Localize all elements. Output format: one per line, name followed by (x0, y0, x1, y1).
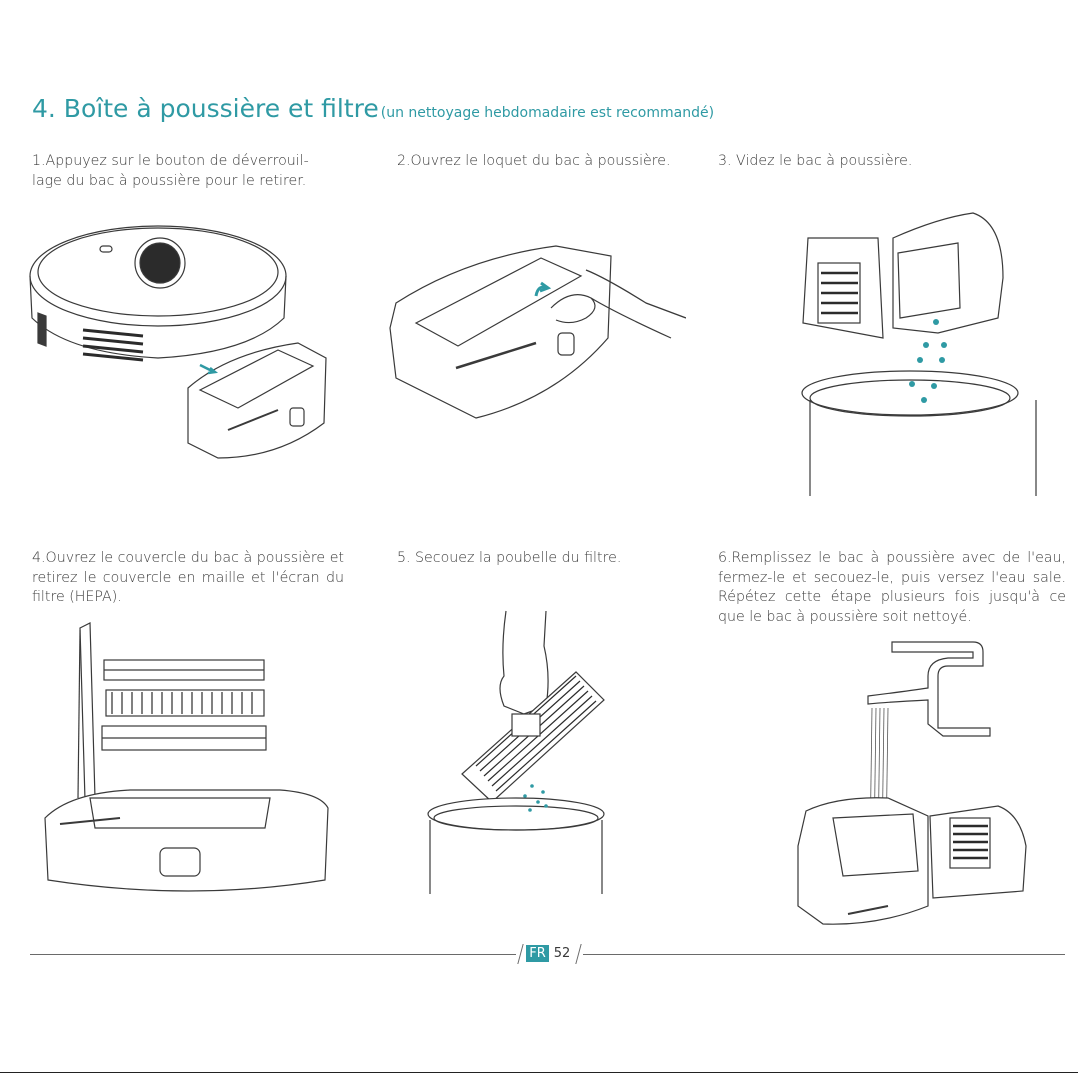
step-1-text: 1.Appuyez sur le bouton de déverrouil- l… (32, 152, 332, 191)
illustration-robot-remove-bin (28, 218, 340, 470)
footer-rule-right (583, 954, 1065, 955)
step-1-line-1: 1.Appuyez sur le bouton de déverrouil- (32, 153, 309, 169)
page-bottom-border (0, 1072, 1078, 1073)
section-subtitle: (un nettoyage hebdomadaire est recommand… (380, 105, 715, 121)
illustration-remove-filter (40, 618, 340, 904)
step-1-line-2: lage du bac à poussière pour le retirer. (32, 172, 307, 189)
illustration-shake-filter (426, 606, 616, 896)
footer-slash-right (575, 944, 582, 964)
language-badge: FR (526, 945, 549, 962)
illustration-open-latch (386, 228, 686, 424)
step-4-text: 4.Ouvrez le couvercle du bac à poussière… (32, 550, 344, 605)
footer-rule-left (30, 954, 516, 955)
step-3-text: 3. Videz le bac à poussière. (718, 153, 913, 169)
footer-slash-left (517, 944, 524, 964)
step-2-text: 2.Ouvrez le loquet du bac à poussière. (397, 153, 671, 169)
page-title: 4. Boîte à poussière et filtre(un nettoy… (32, 94, 714, 123)
illustration-empty-bin (788, 208, 1040, 498)
section-title: 4. Boîte à poussière et filtre (32, 94, 379, 123)
page-number: 52 (553, 946, 571, 961)
step-6-text: 6.Remplissez le bac à poussière avec de … (718, 550, 1066, 625)
step-5-text: 5. Secouez la poubelle du filtre. (397, 550, 622, 566)
illustration-rinse-bin (788, 636, 1038, 932)
